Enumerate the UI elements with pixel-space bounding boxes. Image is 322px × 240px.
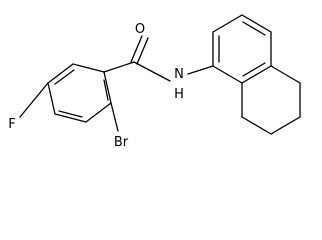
bond: [133, 61, 171, 82]
bond: [72, 63, 105, 73]
oxygen-label: O: [135, 22, 145, 37]
double-bond-inner: [103, 79, 109, 101]
tetralin-aromatic-ring: [212, 14, 272, 84]
double-bond-inner: [58, 110, 83, 118]
bond: [241, 116, 272, 135]
bromine-label: Br: [114, 135, 129, 150]
bond: [212, 65, 243, 84]
bond: [187, 65, 214, 75]
carbonyl-double-bond: [136, 37, 149, 65]
nitrogen-label: N: [174, 67, 184, 82]
molecule-drawing: O N H Br F: [8, 14, 301, 150]
bond: [241, 65, 272, 84]
carbonyl-double-bond: [130, 35, 143, 63]
bond: [103, 71, 112, 104]
c-br-bond: [110, 102, 119, 132]
structure-canvas: O N H Br F: [8, 14, 301, 150]
fluorine-label: F: [8, 117, 15, 132]
bond: [270, 65, 301, 84]
bond: [85, 102, 112, 123]
bond: [270, 116, 301, 135]
double-bond-inner: [54, 69, 75, 85]
amide-group: [103, 35, 214, 82]
bond: [47, 63, 74, 84]
double-bond-inner: [242, 21, 266, 36]
bromofluorophenyl-ring: [47, 63, 112, 123]
bond: [54, 113, 87, 123]
hydrogen-label: H: [174, 87, 184, 102]
tetralin-saturated-ring: [241, 65, 301, 135]
bond: [212, 14, 243, 33]
double-bond-inner: [242, 62, 266, 77]
c-f-bond: [19, 82, 49, 118]
bond: [103, 61, 135, 73]
bond: [47, 82, 56, 115]
bond: [241, 14, 272, 33]
